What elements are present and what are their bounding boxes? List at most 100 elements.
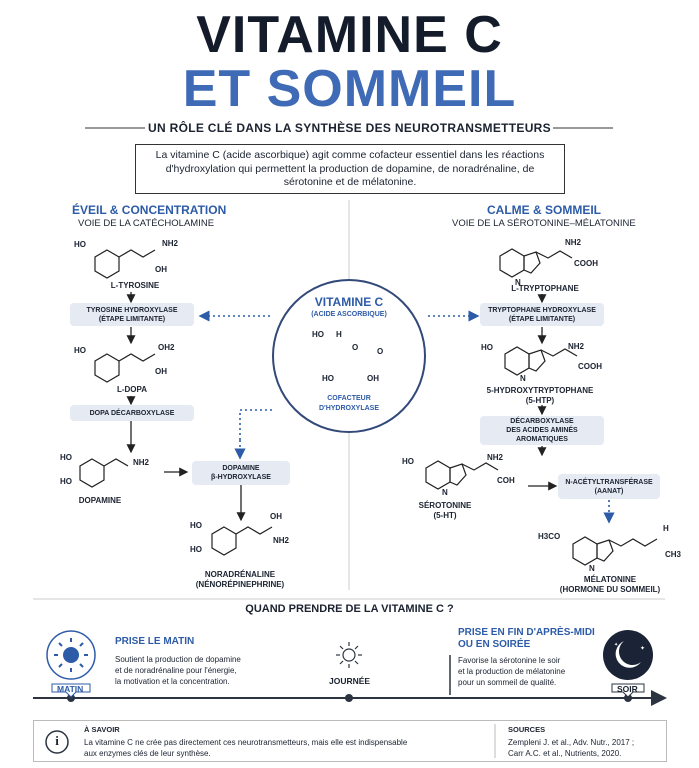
- label-soir: SOIR: [617, 684, 638, 694]
- serotonin-structure: [425, 460, 499, 490]
- enzyme-tph-name: TRYPTOPHANE HYDROXYLASE: [488, 306, 596, 314]
- evening-heading-l2: OU EN SOIRÉE: [458, 639, 531, 650]
- label-serotonine: SÉROTONINE(5-HT): [405, 501, 485, 521]
- atom-oh2-dopa: OH2: [158, 343, 175, 352]
- moon-icon: ✦ ✦: [603, 630, 653, 680]
- atom-nh2-5ht: NH2: [487, 453, 504, 462]
- svg-text:✦: ✦: [640, 645, 645, 652]
- enzyme-tryptophane-hydroxylase: TRYPTOPHANE HYDROXYLASE(ÉTAPE LIMITANTE): [480, 303, 604, 326]
- atom-ho-na-1: HO: [190, 521, 202, 530]
- evening-heading-l1: PRISE EN FIN D'APRÈS-MIDI: [458, 627, 595, 638]
- enzyme-dopa-decarboxylase: DOPA DÉCARBOXYLASE: [70, 405, 194, 421]
- label-5-htp-l1: 5-HYDROXYTRYPTOPHANE: [486, 386, 594, 395]
- footer-know-l1: La vitamine C ne crée pas directement ce…: [84, 738, 408, 747]
- enzyme-th-name: TYROSINE HYDROXYLASE: [86, 306, 178, 314]
- info-icon-glyph: i: [55, 733, 59, 748]
- atom-cooh-htp: COOH: [578, 362, 602, 371]
- sun-icon: [46, 630, 96, 680]
- footer-know-text: La vitamine C ne crée pas directement ce…: [84, 737, 407, 759]
- morning-text: Soutient la production de dopamine et de …: [115, 654, 241, 687]
- label-matin: MATIN: [57, 684, 84, 694]
- atom-n-htp: N: [520, 374, 526, 383]
- vitamin-c-circle: [272, 279, 426, 433]
- footer-know-heading: À SAVOIR: [84, 725, 120, 734]
- atom-oh-dopa: OH: [155, 367, 167, 376]
- atom-ho-tyr: HO: [74, 240, 86, 249]
- dopamine-structure: [79, 458, 129, 488]
- cofactor-l2: D'HYDROXYLASE: [318, 405, 379, 412]
- footer-know-l2: aux enzymes clés de leur synthèse.: [84, 749, 211, 758]
- noradrenaline-structure: [211, 526, 273, 556]
- morning-text-l1: Soutient la production de dopamine: [115, 655, 241, 664]
- footer-divider: [494, 724, 496, 758]
- melatonin-structure: [572, 536, 658, 566]
- label-l-tyrosine: L-TYROSINE: [110, 281, 160, 290]
- atom-nh2-da: NH2: [133, 458, 150, 467]
- enzyme-dbh-l2: β-HYDROXYLASE: [211, 474, 271, 481]
- footer-source-l2: Carr A.C. et al., Nutrients, 2020.: [508, 749, 622, 758]
- left-subheading: VOIE DE LA CATÉCHOLAMINE: [78, 218, 215, 229]
- right-heading: CALME & SOMMEIL: [487, 203, 601, 217]
- label-dopamine: DOPAMINE: [78, 496, 122, 505]
- enzyme-aanat: N-ACÉTYLTRANSFÉRASE(AANAT): [558, 474, 660, 499]
- footer-source-l1: Zempleni J. et al., Adv. Nutr., 2017 ;: [508, 738, 635, 747]
- label-5-htp-l2: (5-HTP): [525, 396, 555, 405]
- atom-ho-da-1: HO: [60, 453, 72, 462]
- atom-ho-asc: HO: [312, 330, 324, 339]
- info-icon: [45, 730, 69, 754]
- timing-title: QUAND PRENDRE DE LA VITAMINE C ?: [245, 603, 454, 615]
- atom-ho-dopa: HO: [74, 346, 86, 355]
- enzyme-aanat-l2: (AANAT): [594, 487, 624, 495]
- left-heading: ÉVEIL & CONCENTRATION: [72, 203, 227, 217]
- timeline: ✦ ✦: [33, 630, 667, 706]
- label-melatonine-l1: MÉLATONINE: [583, 575, 637, 584]
- enzyme-aadc-l1: DÉCARBOXYLASE: [510, 418, 574, 425]
- evening-text-l2: et la production de mélatonine: [458, 667, 566, 676]
- title-line-1: VITAMINE C: [196, 6, 503, 64]
- svg-text:✦: ✦: [614, 642, 618, 648]
- atom-ho-da-2: HO: [60, 477, 72, 486]
- day-sun-icon: [336, 642, 362, 668]
- atom-o-ring-asc: O: [352, 343, 359, 352]
- atom-h-asc: H: [336, 330, 342, 339]
- evening-text-l3: pour un sommeil de qualité.: [458, 678, 557, 687]
- atom-n-mel: N: [589, 564, 595, 573]
- atom-o-asc: O: [377, 347, 384, 356]
- htp-structure: [504, 346, 578, 376]
- atom-cooh-trp: COOH: [574, 259, 598, 268]
- morning-text-l2: et de noradrénaline pour l'énergie,: [115, 666, 237, 675]
- atom-oh-asc: OH: [367, 374, 379, 383]
- intro-box: La vitamine C (acide ascorbique) agit co…: [135, 144, 565, 194]
- tryptophan-structure: [499, 248, 573, 278]
- right-subheading: VOIE DE LA SÉROTONINE–MÉLATONINE: [452, 218, 636, 229]
- atom-nh2-na: NH2: [273, 536, 290, 545]
- footer-sources-text: Zempleni J. et al., Adv. Nutr., 2017 ; Ca…: [508, 737, 634, 759]
- label-5-htp: 5-HYDROXYTRYPTOPHANE(5-HTP): [480, 386, 600, 406]
- atom-n-5ht: N: [442, 488, 448, 497]
- footer-sources-heading: SOURCES: [508, 725, 546, 734]
- label-melatonine-l2: (HORMONE DU SOMMEIL): [559, 585, 661, 594]
- vitamin-c-subtitle: (ACIDE ASCORBIQUE): [311, 311, 387, 318]
- enzyme-aanat-l1: N-ACÉTYLTRANSFÉRASE: [565, 478, 653, 486]
- label-l-dopa: L-DOPA: [116, 385, 148, 394]
- label-serotonine-l2: (5-HT): [433, 511, 457, 520]
- enzyme-tyrosine-hydroxylase: TYROSINE HYDROXYLASE(ÉTAPE LIMITANTE): [70, 303, 194, 326]
- atom-ch3-mel: CH3: [665, 550, 682, 559]
- atom-oh-na: OH: [270, 512, 282, 521]
- vitamin-c-title: VITAMINE C: [314, 295, 384, 309]
- atom-nh2-tyr: NH2: [162, 239, 179, 248]
- atom-n-trp: N: [515, 278, 521, 287]
- atom-coh-5ht: COH: [497, 476, 515, 485]
- label-melatonine: MÉLATONINE(HORMONE DU SOMMEIL): [550, 575, 670, 595]
- evening-text: Favorise la sérotonine le soir et la prod…: [458, 655, 565, 688]
- enzyme-dbh-l1: DOPAMINE: [222, 465, 260, 472]
- atom-ho-asc-2: HO: [322, 374, 334, 383]
- label-noradrenaline: NORADRÉNALINE: [204, 570, 276, 579]
- atom-nh2-htp: NH2: [568, 342, 585, 351]
- atom-ho-htp: HO: [481, 343, 493, 352]
- evening-text-l1: Favorise la sérotonine le soir: [458, 656, 561, 665]
- cofactor-l1: COFACTEUR: [327, 395, 371, 402]
